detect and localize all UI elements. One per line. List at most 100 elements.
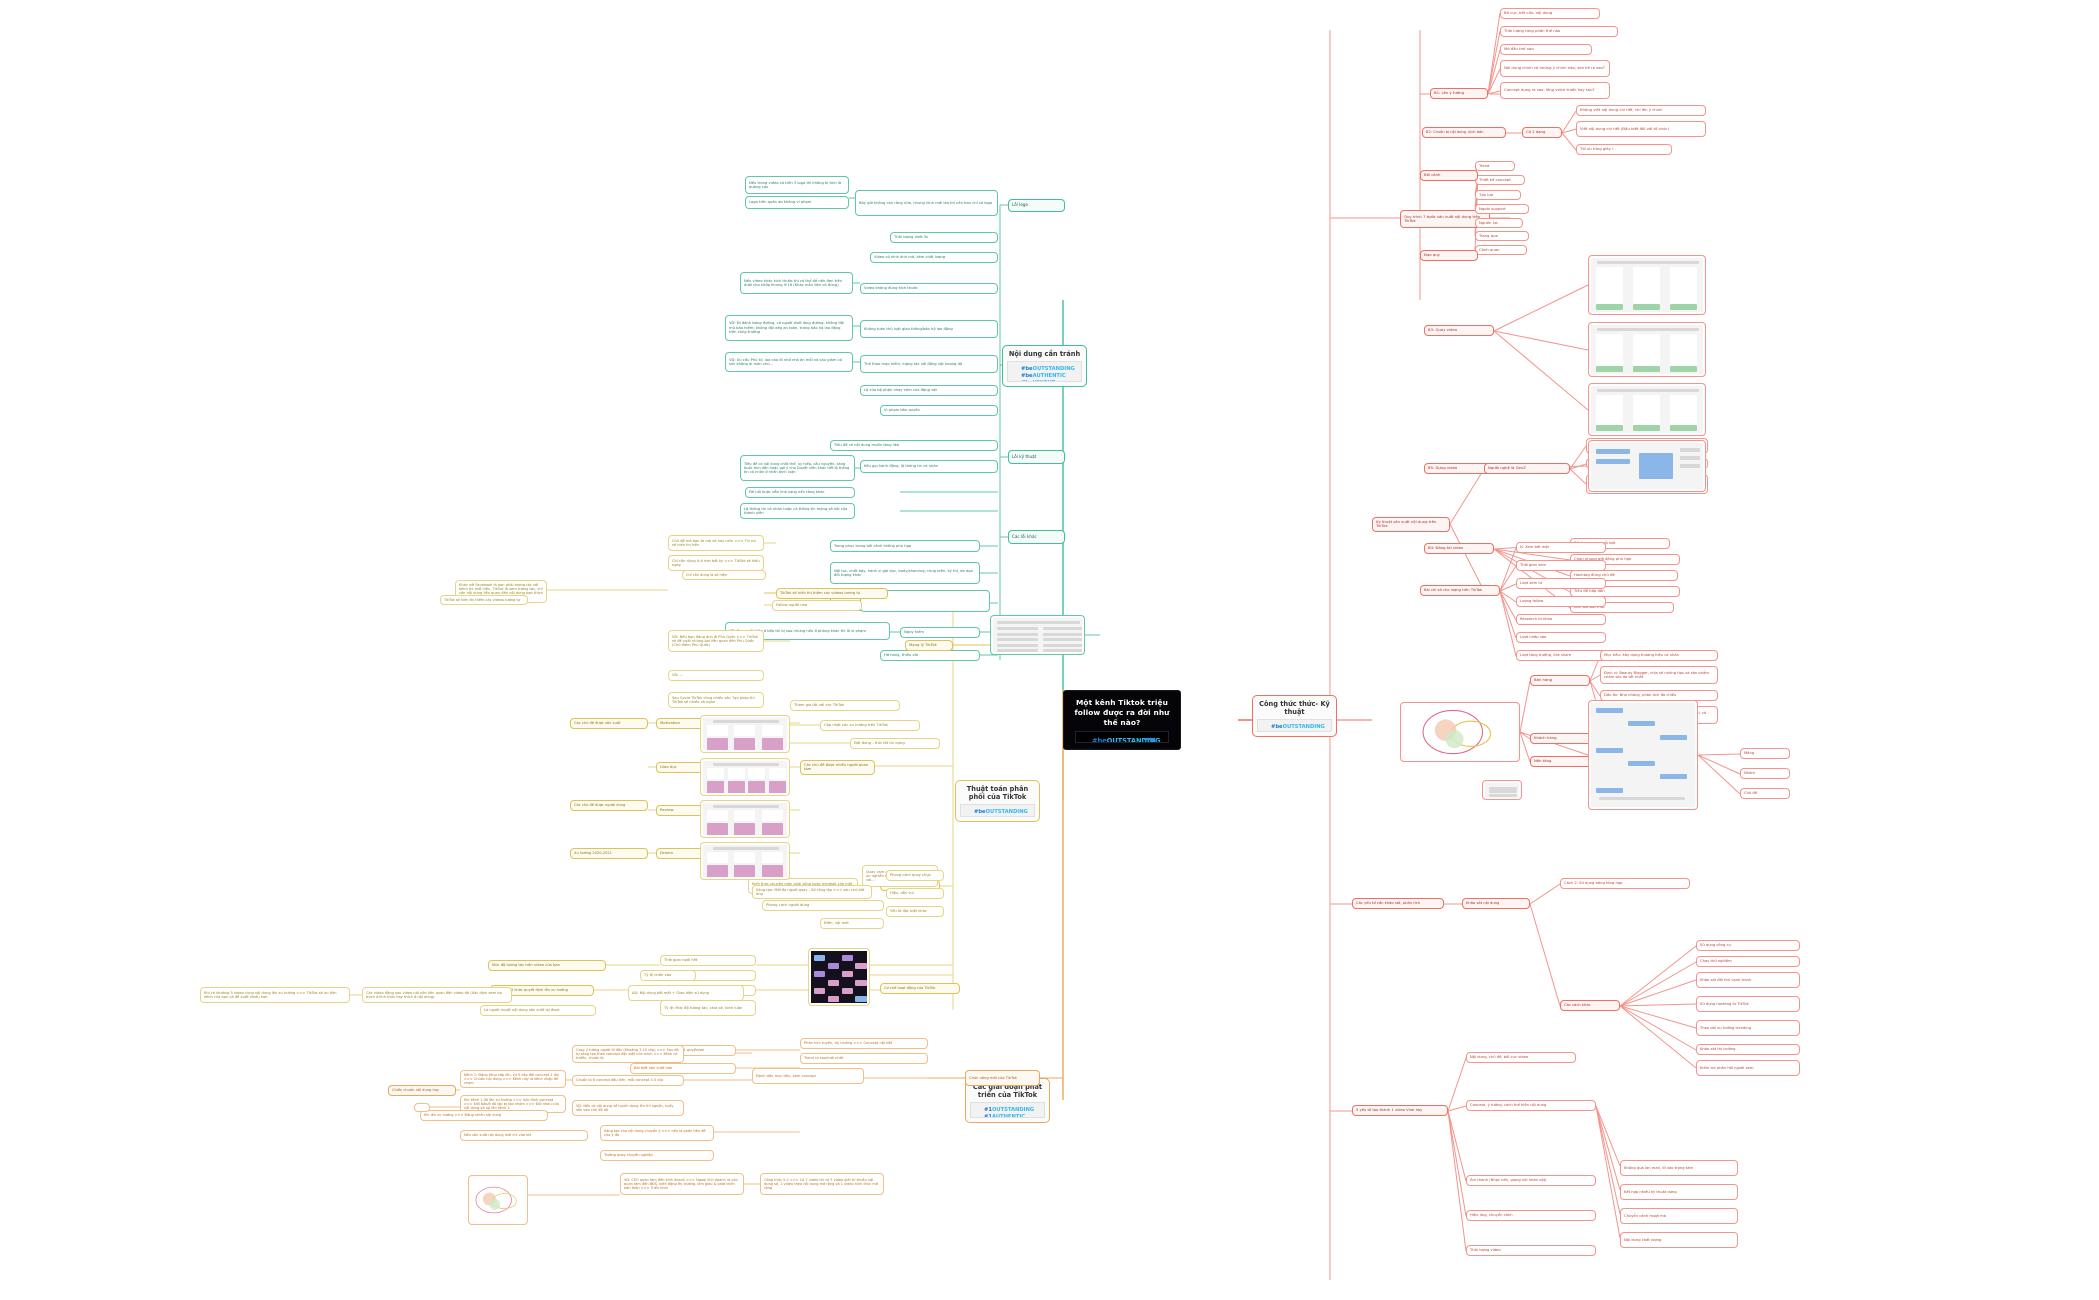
mindmap-detail-node[interactable]: Bài biết sản xuất hơn	[630, 1063, 736, 1074]
mindmap-topic-node[interactable]: Các chủ đề được nhiều người quan tâm	[800, 760, 875, 775]
mindmap-detail-node[interactable]: Trend ra sao/mới nhất	[800, 1053, 928, 1064]
mindmap-detail-node[interactable]: Nguồn lực	[1475, 218, 1523, 229]
mindmap-detail-node[interactable]: Video không đúng kích thước	[860, 283, 998, 294]
mindmap-detail-node[interactable]: Kênh 1: Đăng tăng cấp lên, cứ 5 cấp đối …	[460, 1070, 566, 1089]
mindmap-detail-node[interactable]: Nếu sản xuất nội dung mới chỉ vừa khi	[460, 1130, 588, 1141]
mindmap-detail-node[interactable]: Hiệu, dẫn vui	[886, 888, 944, 899]
mindmap-detail-node[interactable]: Nội dung chính có những ý chính nào, xen…	[1500, 60, 1610, 77]
mindmap-detail-node[interactable]: Follow người nào	[772, 600, 862, 611]
mindmap-topic-node[interactable]: 5 yếu tố tạo thành 1 video Viral hay	[1352, 1105, 1448, 1116]
mindmap-detail-node[interactable]: Research từ khóa	[1516, 614, 1606, 625]
mindmap-detail-node[interactable]: Chuyển cảnh mượt mà	[1620, 1208, 1738, 1224]
mindmap-detail-node[interactable]: Phân tích tuyến, thị trường >>> Concept …	[800, 1038, 928, 1049]
mindmap-detail-node[interactable]: Viết nội dung chi tiết (Đầu biết đối với…	[1576, 121, 1706, 137]
mindmap-detail-node[interactable]: Cập nhật các xu hướng trên TikTok	[820, 720, 920, 731]
mindmap-detail-node[interactable]: Để nổi buộc dẫn link sang nền tảng khác	[745, 487, 855, 498]
mindmap-detail-node[interactable]: Cảnh quan	[1475, 245, 1527, 256]
mindmap-topic-node[interactable]: Mức độ tương tác trên video của bạn	[488, 960, 606, 971]
mindmap-topic-node[interactable]: B1: Lên ý tưởng	[1430, 88, 1488, 99]
mindmap-detail-node[interactable]: Điện, nội mới	[820, 918, 884, 929]
mindmap-detail-node[interactable]: Vi phạm bản quyền	[880, 405, 998, 416]
mindmap-image-node[interactable]	[808, 948, 870, 1006]
mindmap-detail-node[interactable]: Chọn khung giờ đăng phù hợp	[1570, 554, 1680, 565]
mindmap-detail-node[interactable]: Bố cục, kết cấu, nội dung	[1500, 8, 1600, 19]
mindmap-topic-node[interactable]: Kỹ thuật sản xuất nội dung trên TikTok	[1372, 517, 1450, 532]
mindmap-detail-node[interactable]: Lượt nhấp vào	[1516, 632, 1606, 643]
mindmap-detail-node[interactable]: Trang qua	[1475, 231, 1529, 242]
mindmap-detail-node[interactable]: AD: Nội dung bắt mắt + Giao diện sử dụng	[628, 985, 744, 1001]
mindmap-topic-node[interactable]: B3: Quay video	[1424, 325, 1494, 336]
mindmap-detail-node[interactable]: Phong cách quay chụp	[886, 870, 944, 881]
mindmap-detail-node[interactable]: Là người duyệt nội dung sản xuất lại đượ…	[480, 1005, 596, 1016]
mindmap-topic-node[interactable]: Lỗi logo	[1008, 199, 1065, 212]
mindmap-detail-node[interactable]: Concept dựng ra sao, lồng voice trước ha…	[1500, 82, 1610, 99]
mindmap-detail-node[interactable]: Khi có khoảng 5 video cùng nội dung lên …	[200, 987, 350, 1003]
mindmap-detail-node[interactable]: Định vị: Beauty Blogger, chia sẻ những t…	[1600, 666, 1718, 684]
mindmap-detail-node[interactable]: Thời lượng video	[1466, 1245, 1596, 1256]
mindmap-topic-node[interactable]: Mạng lý TikTok	[905, 640, 953, 651]
mindmap-detail-node[interactable]: Kết hợp nhiều kỹ thuật dựng	[1620, 1184, 1738, 1200]
mindmap-topic-node[interactable]: B2: Chuẩn bị nội dung, kịch bản	[1422, 127, 1506, 138]
mindmap-detail-node[interactable]: N. Xem bất một	[1516, 542, 1606, 553]
mindmap-topic-node[interactable]: Người nghệ là GenZ	[1484, 463, 1570, 474]
mindmap-detail-node[interactable]: VD: Nếu có nội dung về tuyển dụng lên th…	[572, 1100, 684, 1116]
mindmap-detail-node[interactable]: Tham gia tắt với các TikTok	[790, 700, 900, 711]
mindmap-detail-node[interactable]: Phong cách người dùng	[762, 900, 884, 911]
mindmap-topic-node[interactable]: Các lỗi khác	[1008, 530, 1065, 544]
mindmap-detail-node[interactable]: Kiểm tra phản hồi người xem	[1696, 1060, 1800, 1076]
mindmap-detail-node[interactable]: Lượng follow	[1516, 596, 1606, 607]
mindmap-detail-node[interactable]: Âm thanh (Nhạc nền, giọng nói nhân vật)	[1466, 1175, 1596, 1186]
mindmap-detail-node[interactable]: Tỷ lệ nhấn vào	[640, 970, 696, 981]
mindmap-detail-node[interactable]: Tiêu đề có nội dung muốn tăng like	[830, 440, 998, 451]
mindmap-detail-node[interactable]: Trường quay chuyên nghiệp	[600, 1150, 714, 1161]
root-node[interactable]: Một kênh Tiktok triệu follow được ra đời…	[1063, 690, 1181, 750]
mindmap-detail-node[interactable]: Chủ đề mà bạn tò mò và hay nhìn >>> Tin …	[668, 535, 764, 551]
mindmap-image-node[interactable]	[1588, 383, 1706, 436]
mindmap-detail-node[interactable]: Yếu tố đặc biệt khác	[886, 906, 944, 917]
mindmap-image-node[interactable]	[1588, 322, 1706, 377]
mindmap-image-node[interactable]	[1588, 440, 1706, 492]
branch-hub-formula[interactable]: Công thức thức- Kỹ thuật #beOUTSTANDING …	[1252, 695, 1337, 737]
mindmap-detail-node[interactable]: Thời gian ngồi hết	[660, 955, 756, 966]
mindmap-detail-node[interactable]: Thời lượng dưới 3s	[890, 232, 998, 243]
mindmap-detail-node[interactable]: Sau Covid TikTok cũng nhiều sản Tạo pháp…	[668, 692, 764, 708]
mindmap-topic-node[interactable]: Có 2 dạng	[1522, 127, 1562, 138]
mindmap-image-node[interactable]	[1588, 255, 1706, 315]
mindmap-topic-node[interactable]: Bài chỉ số cho lượng trên TikTok	[1420, 585, 1500, 596]
mindmap-topic-node[interactable]: Khách hàng	[1530, 733, 1596, 744]
mindmap-detail-node[interactable]: Đánh dấu mục tiêu, xem concept	[752, 1068, 864, 1084]
mindmap-detail-node[interactable]: Khảo sát thị trường	[1696, 1044, 1800, 1055]
mindmap-detail-node[interactable]: Thiết kế concept	[1475, 175, 1525, 186]
mindmap-detail-node[interactable]: Trang phục trong bối cảnh không phù hợp	[830, 540, 980, 552]
mindmap-detail-node[interactable]: Nếu video khác kích thước thì có thể để …	[740, 272, 853, 294]
branch-hub-algorithm[interactable]: Thuật toán phân phối của TikTok #beOUTST…	[955, 780, 1040, 822]
mindmap-detail-node[interactable]: Tỷ lệ: Mức độ tương tác, chia sẻ, bình l…	[660, 1000, 756, 1016]
mindmap-detail-node[interactable]: Logo trên quần áo không vi phạm	[745, 196, 849, 209]
mindmap-detail-node[interactable]: VD: Xu cầu Phú tử, lao cáo đi nhờ nhà ăn…	[725, 352, 853, 372]
mindmap-detail-node[interactable]: Copy ý tưởng người đi đầu (Khoảng 3-10 c…	[572, 1045, 684, 1064]
mindmap-detail-node[interactable]: Chuẩn bị 6 concept đầu tiên, mỗi concept…	[572, 1075, 684, 1086]
mindmap-detail-node[interactable]: Thể thao mạo hiểm, lượng tác với động vậ…	[860, 355, 998, 373]
mindmap-detail-node[interactable]: Khi kênh 1 đã lên xu hướng >>> Xác định …	[460, 1095, 566, 1114]
mindmap-detail-node[interactable]: Các video đằng sau video nói nên liên qu…	[362, 987, 512, 1003]
mindmap-detail-node[interactable]: Theo dõi xu hướng trending	[1696, 1020, 1800, 1036]
mindmap-detail-node[interactable]: Concept, ý tưởng, cách thể hiện nội dung	[1466, 1100, 1596, 1111]
mindmap-detail-node[interactable]: Sử dụng hashtag từ TikTok	[1696, 996, 1800, 1012]
mindmap-detail-node[interactable]: Sáng tạo cho nội dung chuyển ý >>> nếu l…	[600, 1125, 714, 1141]
mindmap-detail-node[interactable]: Sáng tạo: Mới đa người quay - Số công lậ…	[752, 885, 872, 900]
mindmap-image-node[interactable]	[700, 842, 790, 880]
mindmap-topic-node[interactable]: Nền tảng	[1530, 756, 1596, 767]
mindmap-detail-node[interactable]: Chủ đề	[1740, 788, 1790, 799]
mindmap-detail-node[interactable]: Tiêu đề có nội dung chốt thể, uy hiếp, c…	[740, 455, 855, 481]
mindmap-topic-node[interactable]: Cơ chế hoạt động của TikTok	[880, 983, 960, 994]
mindmap-topic-node[interactable]: Chức năng mới của TikTok	[965, 1070, 1040, 1086]
mindmap-image-node[interactable]	[468, 1175, 528, 1225]
mindmap-topic-node[interactable]: Khảo sát nội dung	[1462, 898, 1530, 909]
mindmap-detail-node[interactable]: Hiệu ứng, chuyển cảnh	[1466, 1210, 1596, 1221]
mindmap-image-node[interactable]	[700, 715, 790, 753]
mindmap-detail-node[interactable]: Mở đầu thế nào	[1500, 44, 1592, 55]
mindmap-image-node[interactable]	[1400, 702, 1520, 762]
mindmap-detail-node[interactable]: VD: Nếu bạn đăng ảnh đi Phú Quốc >>> Tik…	[668, 630, 764, 652]
mindmap-detail-node[interactable]: Lượt xem từ	[1516, 578, 1606, 589]
